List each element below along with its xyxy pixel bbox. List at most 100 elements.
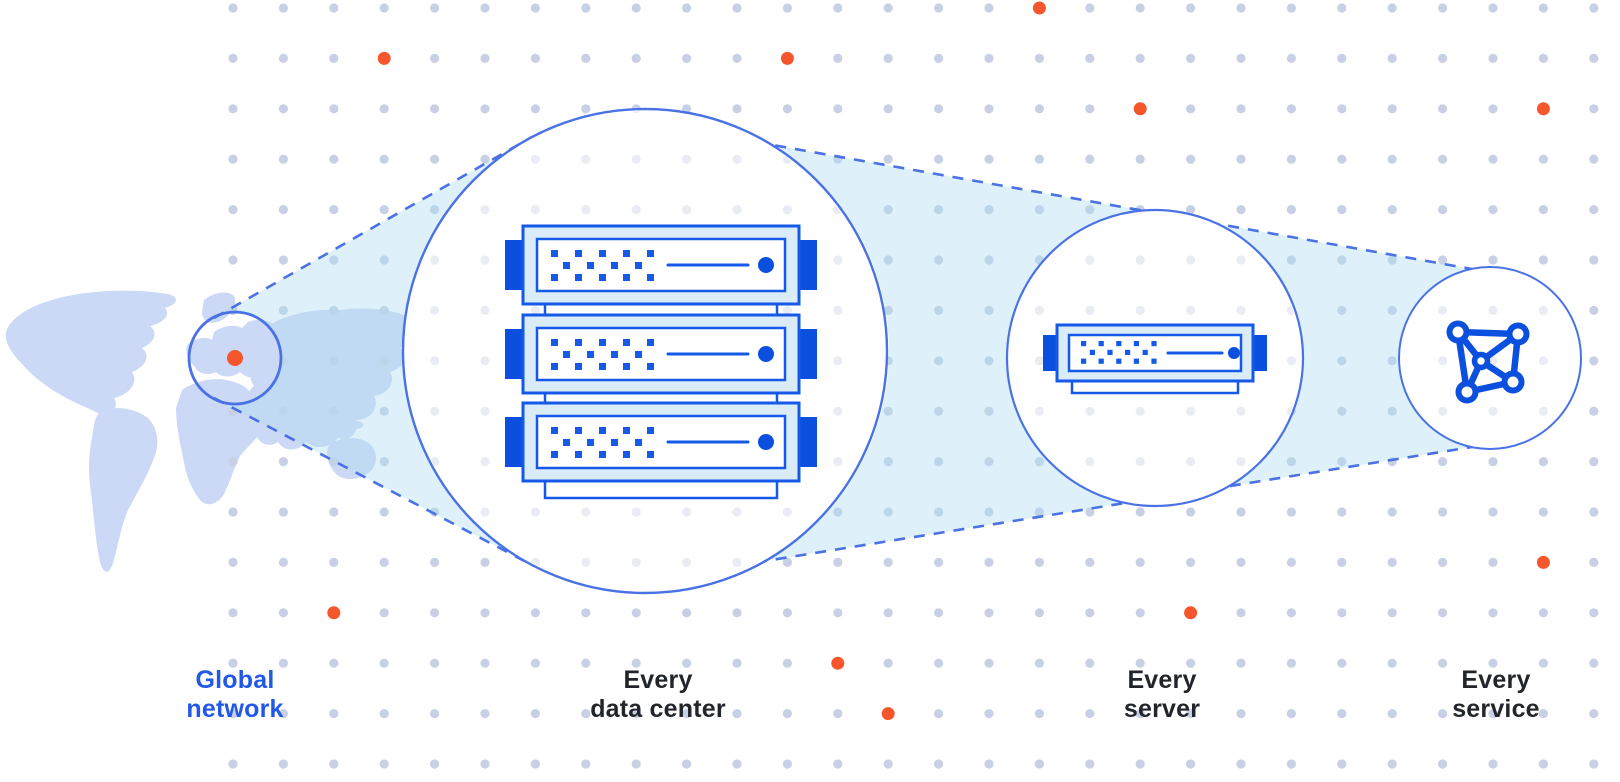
grid-dot	[631, 658, 641, 668]
zoom-cone-left	[214, 137, 532, 565]
grid-dot	[1085, 104, 1095, 114]
grid-dot	[1236, 608, 1246, 618]
grid-dot	[379, 255, 389, 265]
orange-accent-dot	[780, 51, 794, 65]
continent-asia	[246, 308, 417, 450]
grid-dot	[631, 3, 641, 13]
grid-dot	[1438, 255, 1448, 265]
grid-dot	[682, 205, 692, 215]
grid-dot	[329, 658, 339, 668]
grid-dot	[379, 104, 389, 114]
grid-dot	[1589, 457, 1599, 467]
grid-dot	[1085, 608, 1095, 618]
grid-dot	[329, 154, 339, 164]
grid-dot	[228, 53, 238, 64]
grid-dot	[1538, 205, 1548, 215]
grid-dot	[1186, 457, 1196, 467]
grid-dot	[1488, 205, 1498, 215]
grid-dot	[934, 356, 944, 366]
grid-dot	[1538, 759, 1548, 769]
grid-dot	[1286, 557, 1296, 568]
mesh-node-center	[1471, 351, 1491, 371]
orange-accent-dot	[327, 606, 341, 620]
grid-dot	[1236, 3, 1246, 13]
grid-dot	[1135, 507, 1145, 517]
grid-dot	[1337, 305, 1347, 315]
grid-dot	[883, 154, 893, 164]
global-network-circle	[187, 310, 283, 406]
grid-dot	[631, 759, 641, 769]
grid-dot	[1387, 507, 1397, 517]
grid-dot	[1488, 53, 1498, 64]
grid-dot	[278, 608, 288, 618]
grid-dot	[1186, 3, 1196, 13]
mesh-node	[1506, 322, 1530, 346]
status-led	[758, 434, 774, 450]
grid-dot	[228, 507, 238, 517]
grid-dot	[379, 457, 389, 467]
grid-dot	[1186, 709, 1196, 719]
grid-dot	[1186, 557, 1196, 568]
grid-dot	[1286, 457, 1296, 467]
grid-dot	[1286, 507, 1296, 517]
grid-dot	[1034, 658, 1044, 668]
grid-dot	[782, 104, 793, 114]
grid-dot	[1135, 658, 1145, 668]
grid-dot	[581, 3, 591, 13]
grid-dot	[480, 3, 490, 13]
grid-dot	[1286, 709, 1296, 719]
grid-dot	[379, 507, 389, 517]
grid-dot	[480, 457, 490, 467]
grid-dot	[379, 658, 389, 668]
grid-dot	[782, 3, 793, 13]
grid-dot	[732, 154, 742, 164]
grid-dot	[1589, 557, 1599, 568]
grid-dot	[682, 507, 692, 517]
service-label-line2: service	[1452, 695, 1540, 723]
continent-north-america	[5, 290, 176, 415]
grid-dot	[1135, 608, 1145, 618]
single-server-icon	[1043, 323, 1267, 395]
grid-dot	[430, 305, 440, 315]
grid-dot	[732, 608, 742, 618]
grid-dot	[1186, 104, 1196, 114]
grid-dot	[1236, 557, 1246, 568]
grid-dot	[1085, 255, 1095, 265]
grid-dot	[984, 356, 994, 366]
grid-dot	[1337, 507, 1347, 517]
grid-dot	[1488, 457, 1498, 467]
vent-grid	[551, 339, 654, 370]
grid-dot	[883, 305, 893, 315]
grid-dot	[329, 205, 339, 215]
grid-dot	[984, 255, 994, 265]
grid-dot	[329, 507, 339, 517]
grid-dot	[480, 658, 490, 668]
grid-dot	[1236, 507, 1246, 517]
grid-dot	[1236, 255, 1246, 265]
grid-dot	[934, 205, 944, 215]
grid-dot	[1488, 255, 1498, 265]
grid-dot	[278, 759, 288, 769]
grid-dot	[883, 457, 893, 467]
grid-dot	[1387, 557, 1397, 568]
grid-dot	[1135, 709, 1145, 719]
grid-dot	[278, 557, 288, 568]
grid-dot	[1034, 608, 1044, 618]
grid-dot	[1135, 457, 1145, 467]
grid-dot	[1488, 759, 1498, 769]
grid-dot	[934, 154, 944, 164]
grid-dot	[833, 507, 843, 517]
grid-dot	[1236, 709, 1246, 719]
grid-dot	[1438, 557, 1448, 568]
grid-dot	[732, 557, 742, 568]
grid-dot	[1589, 154, 1599, 164]
grid-dot	[1034, 709, 1044, 719]
orange-accent-dot	[1536, 102, 1550, 116]
grid-dot	[530, 658, 541, 668]
grid-dot	[631, 709, 641, 719]
grid-dot	[228, 557, 238, 568]
grid-dot	[1236, 53, 1246, 64]
grid-dot	[1186, 154, 1196, 164]
grid-dot	[1387, 406, 1397, 416]
grid-dot	[1538, 305, 1548, 315]
